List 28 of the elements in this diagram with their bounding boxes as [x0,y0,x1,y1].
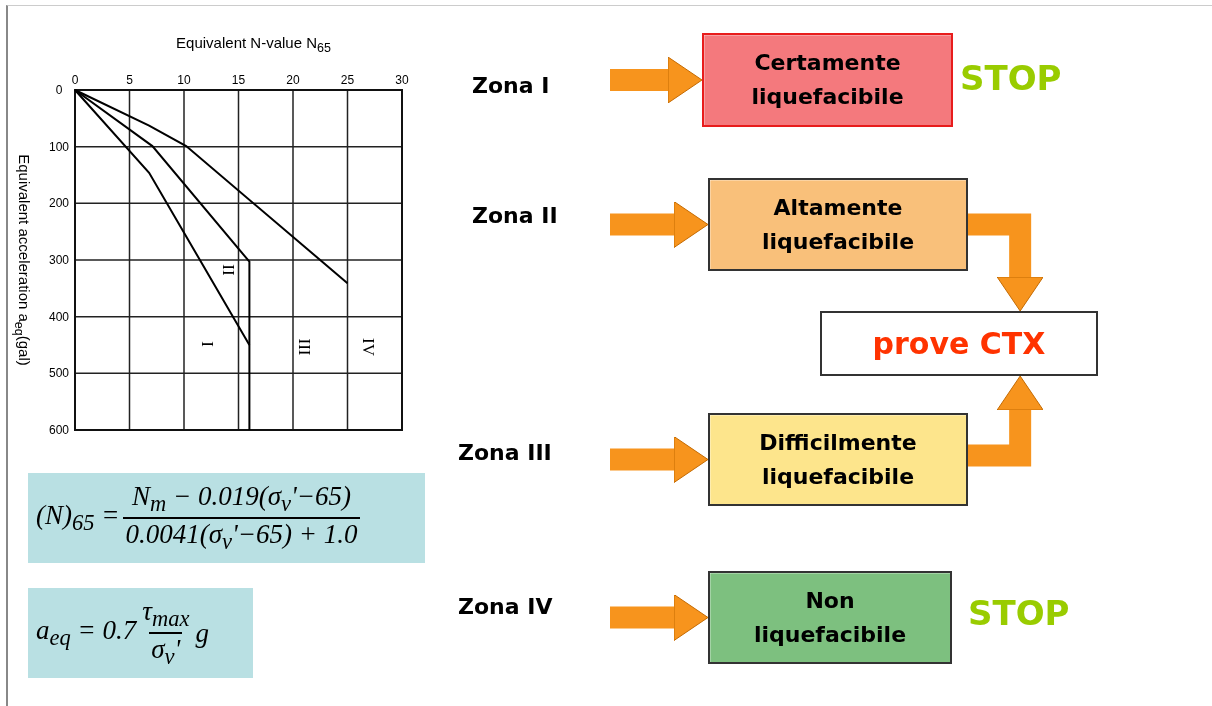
tick-label: 5 [126,73,133,87]
tick-label: 10 [177,73,191,87]
tick-label: 15 [231,73,246,87]
fraction-numerator: N$_{m}$ − 0.019(σ$_{v}$'−65) [130,480,352,517]
tick-label: 600 [49,423,69,437]
zone-label: II [217,264,238,276]
tick-label: 200 [49,196,69,211]
fraction-denominator: σ$_{v}$' [149,632,183,671]
formula-term: g [195,617,209,649]
zone-label: IV [358,338,379,357]
formula-term: (N)$_{65}$ = [36,499,120,537]
tick-label: 400 [49,309,69,324]
fraction-denominator: 0.0041(σ$_{v}$'−65) + 1.0 [123,517,360,556]
formula-term: a$_{eq}$ = 0.7 [36,614,137,652]
tick-label: 100 [49,139,69,154]
fraction-numerator: τ$_{max}$ [141,595,191,632]
tick-label: 0 [71,73,79,87]
tick-label: 25 [340,73,355,87]
zone-label: I [196,341,217,347]
axis-title: Equivalent N-value N$_{65}$ [176,33,331,55]
status-label: STOP [968,593,1070,633]
zone-label: III [293,338,314,356]
tick-label: 30 [395,73,409,87]
status-label: STOP [960,58,1062,98]
tick-label: 0 [55,83,63,97]
tick-label: 500 [49,366,69,381]
tick-label: 300 [49,253,69,267]
tick-label: 20 [286,73,300,87]
